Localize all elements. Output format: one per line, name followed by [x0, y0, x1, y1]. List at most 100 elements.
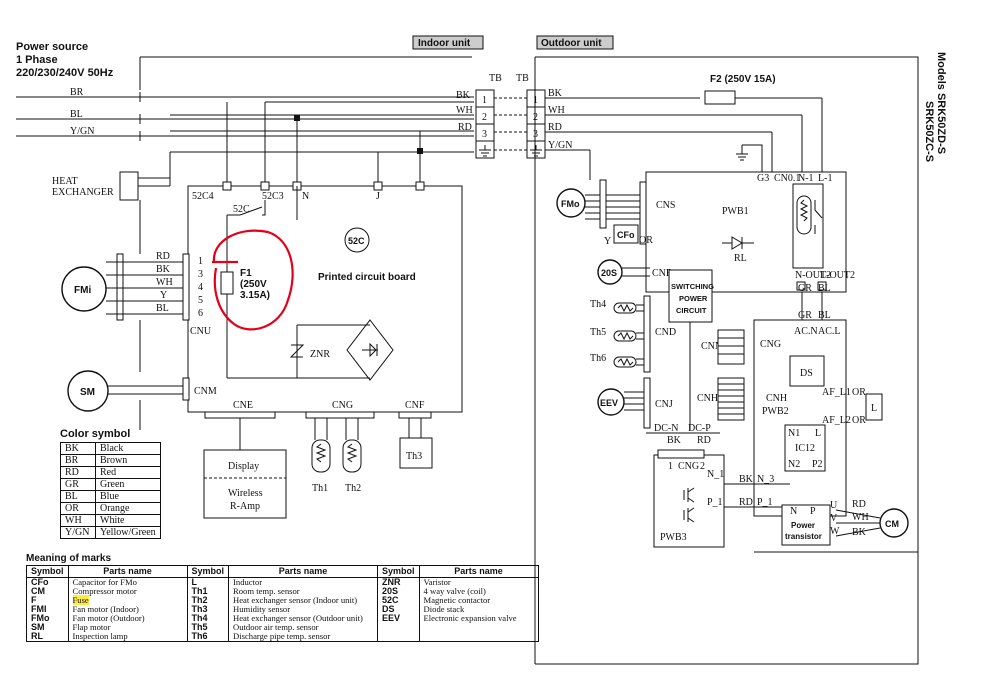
mark-symbol: FMo: [26, 614, 69, 623]
compressor-motor: [879, 508, 909, 538]
color-name: Brown: [95, 454, 161, 467]
dcp-label: DC-P: [688, 423, 711, 434]
svg-text:SM: SM: [80, 387, 95, 398]
color-name: Red: [95, 466, 161, 479]
pwb3-label: PWB3: [660, 532, 687, 543]
inspection-lamp: RL: [722, 236, 754, 264]
mark-symbol: SM: [26, 623, 69, 632]
znr-label: ZNR: [310, 349, 330, 360]
mark-symbol: Th1: [186, 587, 229, 596]
mark-symbol: CFo: [26, 577, 69, 587]
mark-part-name: Discharge pipe temp. sensor: [228, 632, 378, 642]
svg-text:V: V: [830, 513, 838, 524]
supply-ygn: Y/GN: [70, 126, 94, 137]
bk-label: BK: [667, 435, 682, 446]
n3-label: N_3: [757, 474, 774, 485]
n1-small: N_1: [707, 469, 724, 480]
cnn-label: CNN: [701, 341, 722, 352]
mark-symbol: CM: [26, 587, 69, 596]
mark-part-name: Fuse: [67, 595, 188, 605]
svg-text:WH: WH: [852, 512, 869, 523]
models-label: Models SRK50ZD-S SRK50ZC-S: [923, 52, 947, 162]
marks-header: Parts name: [228, 565, 378, 578]
fuse-f1-label-3: 3.15A): [240, 290, 270, 301]
thermistor-th2: Th2: [342, 418, 362, 494]
fuse-f1-label-1: F1: [240, 268, 252, 279]
af-l2-label: AF_L2: [822, 415, 851, 426]
conn-52c3: 52C3: [262, 191, 284, 202]
mark-part-name: Fan motor (Outdoor): [67, 614, 188, 623]
terminal-block-indoor: 1 2 3: [475, 89, 495, 159]
mark-part-name: Flap motor: [67, 623, 188, 632]
mark-symbol: ZNR: [377, 577, 420, 587]
mark-part-name: Magnetic contactor: [418, 596, 539, 605]
svg-text:BL: BL: [156, 303, 169, 314]
pcb-label: Printed circuit board: [318, 272, 416, 283]
svg-text:Th6: Th6: [590, 353, 606, 364]
marks-header: Symbol: [26, 565, 69, 578]
marks-table: Symbol Parts name Symbol Parts name Symb…: [26, 565, 539, 642]
svg-text:POWER: POWER: [679, 294, 708, 303]
znr-symbol: [289, 344, 305, 358]
color-name: Orange: [95, 502, 161, 515]
mark-symbol: Th4: [186, 614, 229, 623]
thermistor-th5: Th5: [590, 327, 646, 342]
svg-text:3: 3: [482, 129, 487, 140]
color-code: BL: [60, 490, 96, 503]
svg-text:Power: Power: [791, 521, 815, 530]
power-phase: 1 Phase: [16, 54, 58, 66]
mark-part-name: Heat exchanger sensor (Indoor unit): [228, 596, 378, 605]
fuse-f1-label-2: (250V: [240, 279, 267, 290]
heat-exchanger-label-2: EXCHANGER: [52, 187, 114, 198]
fuse-highlight: Fuse: [72, 595, 89, 605]
fuse-f2: [704, 90, 736, 105]
svg-text:6: 6: [198, 308, 203, 319]
af-l1-label: AF_L1: [822, 387, 851, 398]
relay-52c-coil: [344, 227, 370, 253]
p1b-label: P_1: [757, 497, 773, 508]
acn-label: AC.N: [794, 326, 818, 337]
svg-text:N1: N1: [788, 428, 800, 439]
svg-text:DS: DS: [800, 368, 813, 379]
tb-out-rd: RD: [548, 122, 562, 133]
tb-out-wh: WH: [548, 105, 565, 116]
mark-part-name: Humidity sensor: [228, 605, 378, 614]
acl-label: AC.L: [818, 326, 841, 337]
g3-label: G3: [757, 173, 769, 184]
svg-text:FMo: FMo: [561, 199, 580, 209]
mark-symbol: 20S: [377, 587, 420, 596]
svg-text:Th4: Th4: [590, 299, 606, 310]
capacitor-cfo: [613, 224, 639, 244]
tb-in-wh: WH: [456, 105, 473, 116]
cng-label: CNG: [332, 400, 353, 411]
or1-label: OR: [852, 387, 866, 398]
color-code: RD: [60, 466, 96, 479]
bl2-label: BL: [818, 310, 831, 321]
rd-p1-label: RD: [739, 497, 753, 508]
electronic-expansion-valve: [597, 388, 625, 416]
color-code: BK: [60, 442, 96, 455]
color-code: GR: [60, 478, 96, 491]
color-name: Yellow/Green: [95, 526, 161, 539]
p1-small: P_1: [707, 497, 723, 508]
color-code: WH: [60, 514, 96, 527]
mark-symbol: RL: [26, 632, 69, 642]
pwb1-label: PWB1: [722, 206, 749, 217]
ic12: [784, 424, 826, 472]
pwb1-thermistor: [796, 195, 812, 235]
svg-text:1: 1: [198, 256, 203, 267]
svg-text:IC12: IC12: [795, 443, 815, 454]
svg-text:FMi: FMi: [74, 285, 91, 296]
tb-in-bk: BK: [456, 90, 471, 101]
n1-label: N-1: [798, 173, 814, 184]
mark-part-name: Heat exchanger sensor (Outdoor unit): [228, 614, 378, 623]
fan-motor-outdoor: [556, 188, 586, 218]
power-transistor: [781, 504, 831, 546]
wireless-label-2: R-Amp: [230, 501, 260, 512]
